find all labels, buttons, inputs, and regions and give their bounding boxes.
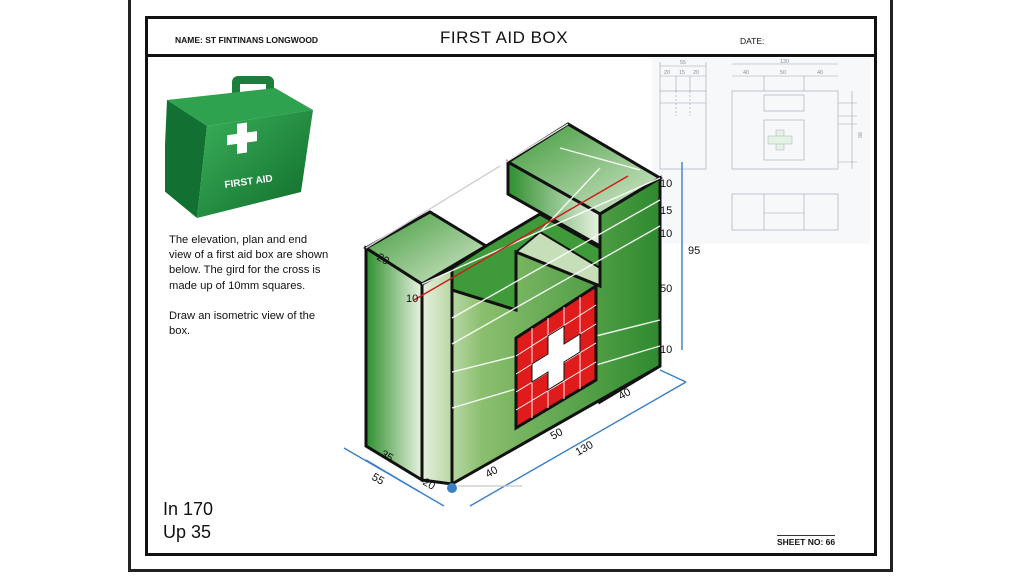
sheet-number: SHEET NO: 66 [777, 535, 836, 547]
start-point-moves: In 170 Up 35 [163, 498, 213, 544]
move-in: In 170 [163, 499, 214, 519]
dim-bottom-right-1: 40 [484, 464, 501, 481]
svg-text:40: 40 [817, 70, 823, 76]
box-left-face [364, 245, 424, 483]
cross-grid [514, 283, 598, 431]
instructions-paragraph-2: Draw an isometric view of the box. [169, 309, 316, 338]
dim-top-depth: 20 [375, 251, 392, 268]
page-title: FIRST AID BOX [440, 28, 569, 47]
dim-red-line: 10 [406, 293, 418, 305]
svg-text:20: 20 [664, 70, 670, 76]
svg-text:40: 40 [743, 70, 749, 76]
instructions: The elevation, plan and end view of a fi… [169, 233, 329, 354]
dim-total-height: 95 [688, 245, 700, 257]
isometric-box-drawing: 20 10 10 15 10 50 10 95 35 55 20 40 50 4… [343, 122, 700, 507]
dim-bottom-right-2: 50 [549, 426, 566, 443]
svg-text:20: 20 [693, 70, 699, 76]
dim-bottom-right-3: 40 [617, 386, 634, 403]
orthographic-views: 55 20 15 20 130 40 50 40 95 [652, 58, 870, 244]
dim-bottom-left-outer: 55 [370, 471, 387, 488]
outer-frame [128, 0, 893, 572]
first-aid-box-photo: FIRST AID [165, 76, 313, 218]
dim-bottom-corner: 20 [421, 476, 438, 493]
title-block [145, 16, 877, 57]
name-label: NAME: ST FINTINANS LONGWOOD [175, 35, 319, 45]
svg-text:130: 130 [780, 59, 789, 65]
dim-v-3: 10 [660, 228, 672, 240]
red-guide-line [413, 175, 629, 301]
dim-v-5: 10 [660, 344, 672, 356]
svg-text:55: 55 [680, 60, 686, 66]
instructions-paragraph-1: The elevation, plan and end view of a fi… [169, 234, 329, 292]
svg-text:95: 95 [856, 132, 862, 138]
svg-text:15: 15 [679, 70, 685, 76]
dim-v-4: 50 [660, 283, 672, 295]
svg-text:50: 50 [780, 70, 786, 76]
drawing-frame [145, 16, 877, 556]
dim-bottom-left-inner: 35 [379, 448, 396, 465]
move-up: Up 35 [163, 522, 212, 542]
dim-v-1: 10 [660, 178, 672, 190]
dim-total-length: 130 [574, 439, 596, 459]
origin-point [447, 483, 457, 493]
date-label: DATE: [740, 36, 765, 46]
dim-v-2: 15 [660, 205, 672, 217]
